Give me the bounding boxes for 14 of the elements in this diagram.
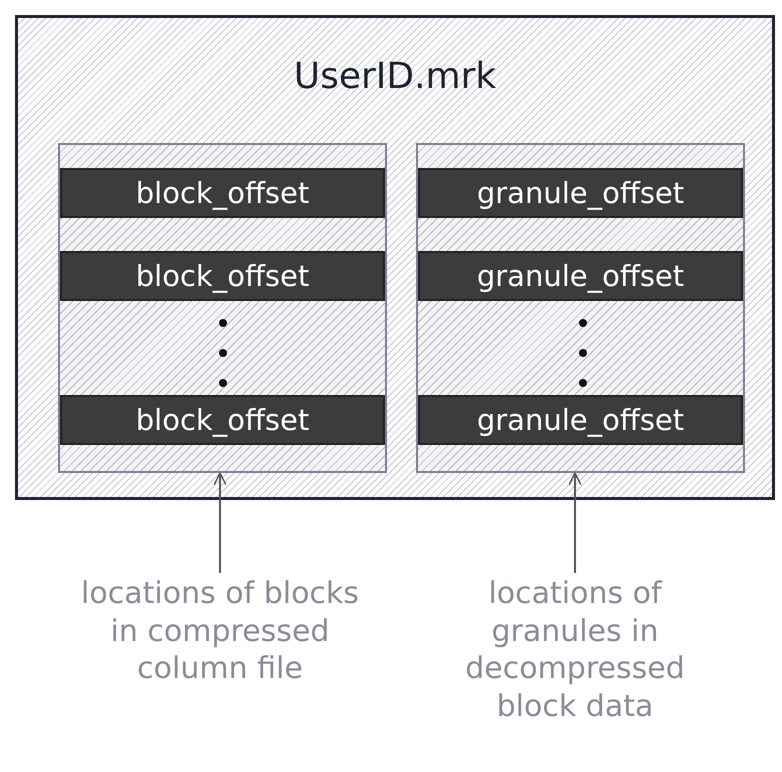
column-box <box>58 143 387 473</box>
offset-bar: block_offset <box>60 395 385 445</box>
node-title: UserID.mrk <box>292 56 498 97</box>
arrow <box>568 472 582 573</box>
caption-text: locations of blocks in compressed column file <box>80 575 360 760</box>
offset-bar: granule_offset <box>418 251 743 301</box>
caption-text: locations of granules in decompressed block data <box>430 575 720 760</box>
column-box <box>416 143 745 473</box>
offset-bar: block_offset <box>60 168 385 218</box>
arrow <box>213 472 227 573</box>
file-box <box>15 15 775 500</box>
offset-bar: block_offset <box>60 251 385 301</box>
offset-bar: granule_offset <box>418 395 743 445</box>
offset-bar: granule_offset <box>418 168 743 218</box>
